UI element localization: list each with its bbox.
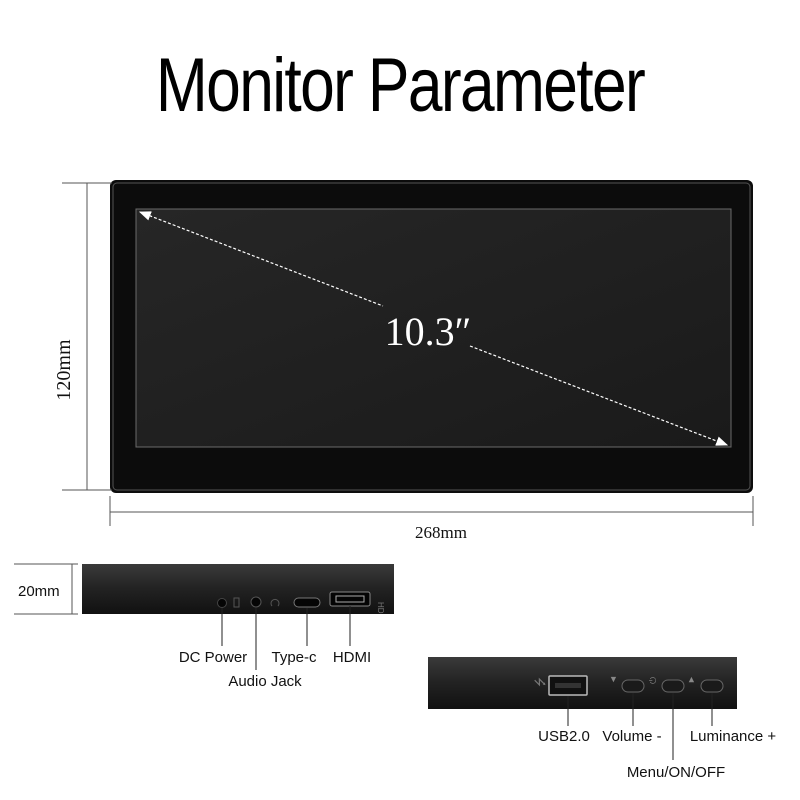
page-title: Monitor Parameter — [155, 43, 646, 128]
volume-minus-button[interactable] — [621, 679, 645, 693]
front-view: 10.3″ 120mm 268mm — [53, 180, 754, 542]
dc-power-port — [217, 598, 227, 608]
volume-minus-icon: ◄ — [608, 675, 618, 684]
luminance-plus-button[interactable] — [700, 679, 724, 693]
luminance-plus-icon: ► — [686, 675, 696, 684]
diagonal-size-label: 10.3″ — [385, 309, 472, 354]
menu-label: Menu/ON/OFF — [627, 764, 725, 781]
audio-jack-port — [250, 596, 262, 608]
height-label: 120mm — [53, 339, 75, 401]
audio-jack-label: Audio Jack — [228, 673, 302, 690]
diagonal-arrow-upper — [138, 211, 384, 307]
thickness-label: 20mm — [18, 583, 60, 600]
type-c-port — [293, 597, 321, 608]
diagonal-arrow-lower — [469, 345, 729, 446]
height-dimension: 120mm — [53, 182, 112, 491]
side-view: 20mm HD DC Power Audio Jack Type-c HDMI — [14, 563, 394, 690]
headphone-icon — [270, 598, 280, 607]
type-c-label: Type-c — [271, 649, 317, 666]
usb-label: USB2.0 — [538, 728, 590, 745]
usb-icon: ⭍ — [533, 677, 547, 687]
dc-power-label: DC Power — [179, 649, 247, 666]
width-dimension: 268mm — [109, 496, 754, 542]
menu-power-button[interactable] — [661, 679, 685, 693]
volume-minus-label: Volume - — [602, 728, 661, 745]
menu-icon: ⏻ — [648, 677, 658, 684]
hdmi-label: HDMI — [333, 649, 371, 666]
hdmi-icon: HD — [376, 602, 385, 614]
luminance-plus-label: Luminance + — [690, 728, 777, 745]
dc-power-icon — [233, 597, 240, 608]
width-label: 268mm — [415, 523, 467, 542]
back-view: ⭍ ◄ ⏻ ► USB2.0 Volume - Menu/ON/OFF Lumi… — [428, 657, 776, 781]
